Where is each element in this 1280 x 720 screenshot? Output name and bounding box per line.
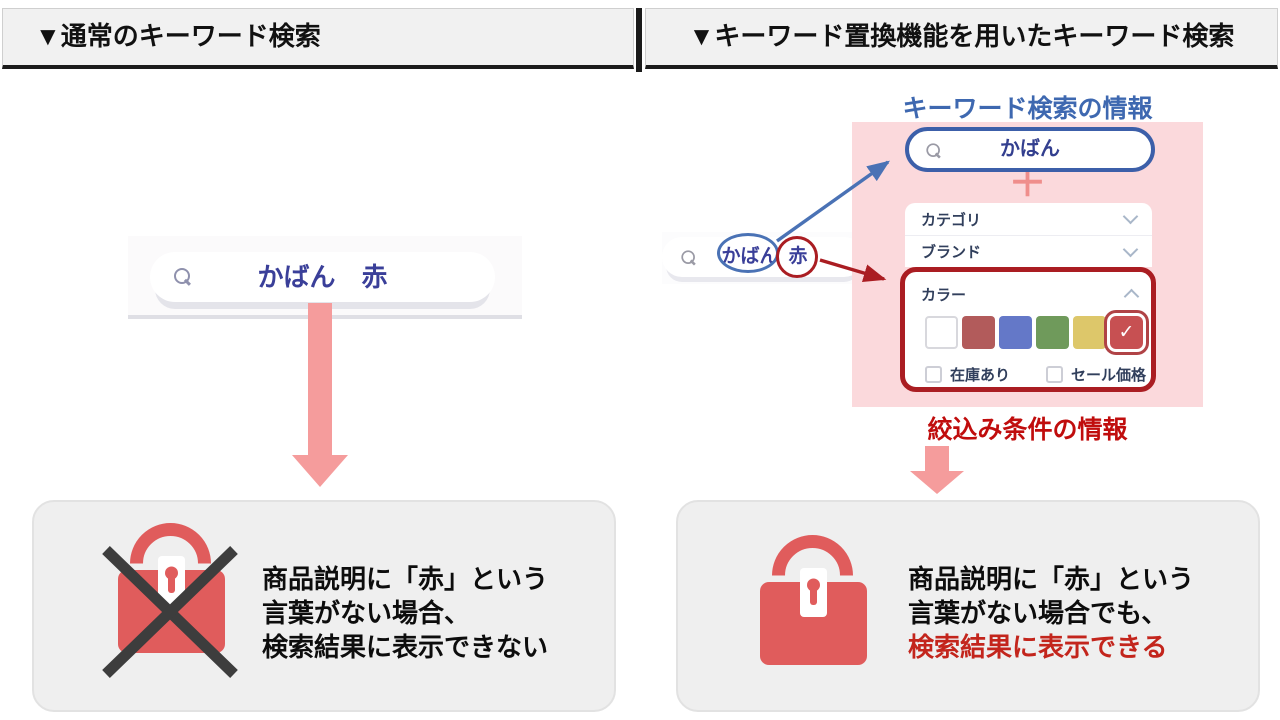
header-left: ▼通常のキーワード検索 [2,8,634,69]
header-right: ▼キーワード置換機能を用いたキーワード検索 [645,8,1278,69]
color-swatch-red-selected[interactable]: ✓ [1110,316,1143,349]
left-result-line: 検索結果に表示できない [262,632,549,662]
color-filter-highlight-box: カラー ✓ 在庫あり セール価格 [900,267,1156,392]
right-result-line: 言葉がない場合でも、 [908,598,1168,628]
keyword-info-title: キーワード検索の情報 [902,95,1153,123]
bag-lock-icon [760,535,867,665]
filter-info-title: 絞込み条件の情報 [927,416,1128,444]
color-swatch-white[interactable] [925,316,958,349]
color-swatch-blue[interactable] [999,316,1032,349]
filter-checkbox-row: 在庫あり セール価格 [925,364,1151,385]
chevron-down-icon [1122,241,1139,257]
left-result-line: 商品説明に「赤」という [262,564,549,594]
search-icon [926,143,941,158]
stock-checkbox[interactable] [925,366,942,383]
color-swatch-green[interactable] [1036,316,1069,349]
keyword2-highlight-circle [776,236,818,278]
sale-checkbox-label: セール価格 [1071,367,1147,384]
left-search-bar[interactable]: かばん 赤 [150,252,495,302]
header-divider [636,8,642,72]
search-icon [174,268,192,286]
chevron-up-icon [1123,288,1140,305]
filter-dropdown-label: カテゴリ [921,211,982,229]
right-result-highlight-line: 検索結果に表示できる [908,632,1168,662]
search-icon [681,250,696,265]
chevron-down-icon [1122,208,1139,225]
right-result-text: 商品説明に「赤」という 言葉がない場合でも、 検索結果に表示できる [908,562,1194,664]
filter-dropdown-category[interactable]: カテゴリ [905,203,1152,235]
filter-dropdown-color[interactable]: カラー [921,280,1140,308]
right-flow-arrow-shaft [925,446,949,472]
panel-search-value: かばん [1000,138,1060,160]
right-result-line: 商品説明に「赤」という [908,564,1195,594]
stock-checkbox-label: 在庫あり [950,367,1011,384]
keyword1-highlight-ellipse [717,233,779,273]
panel-search-bar[interactable]: かばん [905,127,1155,172]
left-result-line: 言葉がない場合、 [262,598,471,628]
color-swatch-yellow[interactable] [1073,316,1106,349]
filter-dropdown-label: カラー [921,286,967,304]
filter-dropdown-label: ブランド [921,244,982,261]
cross-icon [102,546,238,678]
filter-dropdown-card: カテゴリ ブランド [905,203,1152,267]
filter-dropdown-brand[interactable]: ブランド [905,235,1152,267]
left-result-text: 商品説明に「赤」という 言葉がない場合、 検索結果に表示できない [262,562,548,664]
left-search-query: かばん 赤 [257,262,388,292]
left-flow-arrow-head [292,455,348,487]
color-swatch-maroon[interactable] [962,316,995,349]
right-flow-arrow-head [910,471,964,494]
color-swatch-row: ✓ [925,316,1151,349]
sale-checkbox[interactable] [1046,366,1064,383]
left-flow-arrow-shaft [308,303,332,456]
